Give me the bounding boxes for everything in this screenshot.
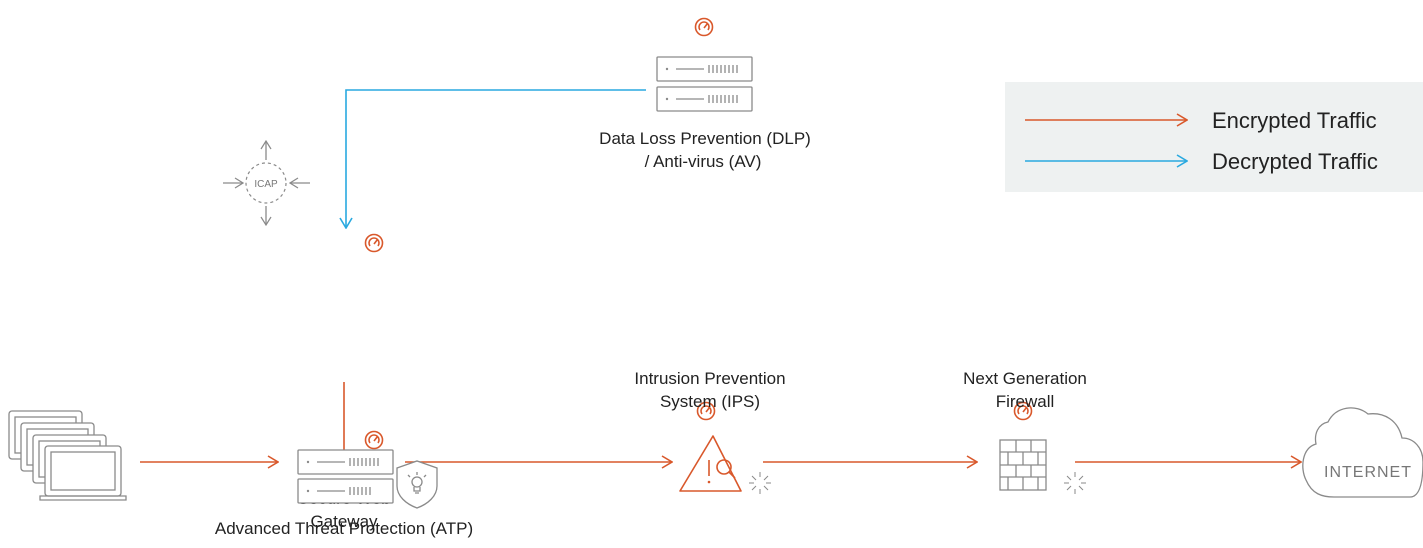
firewall-icon [999, 439, 1047, 491]
internet-cloud: INTERNET [1302, 407, 1423, 498]
ips-decrypt-icon [749, 472, 771, 494]
icap-label: ICAP [254, 179, 278, 190]
atp-shield-bulb-icon [396, 460, 438, 509]
ips-label-line2: System (IPS) [660, 392, 760, 411]
ips-gauge-icon [696, 401, 716, 421]
dlp-label-line2: / Anti-virus (AV) [645, 152, 762, 171]
ips-label-line1: Intrusion Prevention [634, 369, 785, 388]
icap-protocol: ICAP [223, 141, 310, 225]
legend: Encrypted Traffic Decrypted Traffic [1005, 82, 1423, 192]
atp-label: Advanced Threat Protection (ATP) [215, 519, 473, 538]
client-laptops-icon [8, 410, 127, 501]
decrypted-legend-label: Decrypted Traffic [1212, 149, 1378, 174]
internet-label: INTERNET [1324, 464, 1412, 481]
ips-node: Intrusion Prevention System (IPS) [634, 369, 786, 494]
dlp-to-swg-arrow [346, 89, 646, 228]
ngfw-node: Next Generation Firewall [963, 369, 1087, 494]
encrypted-legend-label: Encrypted Traffic [1212, 108, 1377, 133]
ips-warning-icon [679, 435, 742, 492]
ngfw-gauge-icon [1013, 401, 1033, 421]
dlp-server-icon [656, 56, 753, 112]
atp-gauge-icon [364, 430, 384, 450]
swg-server-icon [297, 449, 394, 475]
swg-label-line2: Gateway [310, 512, 378, 531]
cloud-icon [1302, 407, 1423, 498]
atp-server-icon [297, 478, 394, 504]
legend-background [1005, 82, 1423, 192]
atp-node: Advanced Threat Protection (ATP) [215, 430, 473, 538]
swg-gauge-icon [364, 233, 384, 253]
ngfw-decrypt-icon [1064, 472, 1086, 494]
dlp-av-node: Data Loss Prevention (DLP) / Anti-virus … [599, 17, 811, 171]
ngfw-label-line2: Firewall [996, 392, 1055, 411]
dlp-label-line1: Data Loss Prevention (DLP) [599, 129, 811, 148]
ngfw-label-line1: Next Generation [963, 369, 1087, 388]
icap-circle [245, 162, 287, 204]
dlp-gauge-icon [694, 17, 714, 37]
